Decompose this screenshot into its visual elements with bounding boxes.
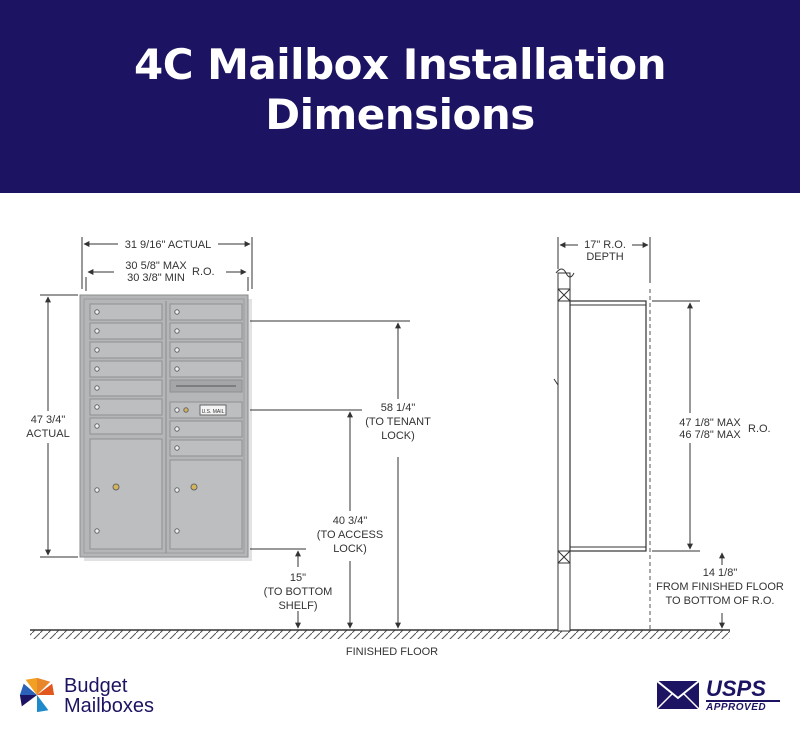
tenant-door <box>169 420 243 438</box>
tenant-lock-caption-2: LOCK) <box>381 430 415 442</box>
bottom-shelf-caption-1: (TO BOTTOM <box>264 586 333 598</box>
tenant-door <box>169 360 243 378</box>
height-actual-value: 47 3/4" <box>31 414 66 426</box>
brand-line-2: Mailboxes <box>64 695 155 717</box>
tenant-door <box>89 360 163 378</box>
tenant-door <box>89 398 163 416</box>
usmail-label: U.S. MAIL <box>202 409 225 415</box>
tenant-door <box>89 322 163 340</box>
bottom-shelf-value: 15" <box>290 572 306 584</box>
depth-value: 17" R.O. <box>584 239 626 251</box>
tenant-door <box>89 303 163 321</box>
bottom-shelf-caption-2: SHELF) <box>278 600 317 612</box>
depth-caption: DEPTH <box>586 251 623 263</box>
tenant-door <box>89 417 163 435</box>
access-lock-caption-1: (TO ACCESS <box>317 529 383 541</box>
tenant-door <box>89 379 163 397</box>
finished-floor-label: FINISHED FLOOR <box>346 646 438 658</box>
page-title: 4C Mailbox Installation Dimensions <box>0 40 800 140</box>
brand-line-1: Budget <box>64 675 128 697</box>
width-dimension: 31 9/16" ACTUAL 30 5/8" MAX 30 3/8" MIN … <box>81 237 253 291</box>
header-banner: 4C Mailbox Installation Dimensions <box>0 0 800 193</box>
tenant-lock-dimension: 58 1/4" (TO TENANT LOCK) <box>250 320 431 629</box>
usps-approved-badge: USPS APPROVED <box>656 678 786 718</box>
installation-diagram: FINISHED FLOOR <box>26 237 784 658</box>
side-view: 17" R.O. DEPTH 47 1/8" MAX 46 7/8" MAX R… <box>553 237 784 632</box>
brand-name: Budget Mailboxes <box>64 676 154 716</box>
page-title-line-1: 4C Mailbox Installation <box>133 40 667 89</box>
usps-approved-text: APPROVED <box>706 700 780 714</box>
width-actual-label: 31 9/16" ACTUAL <box>125 239 211 251</box>
wall-stud-upper <box>557 272 571 574</box>
parcel-locker-door <box>89 438 163 550</box>
tenant-lock-caption-1: (TO TENANT <box>365 416 431 428</box>
mailbox-side-profile <box>569 300 647 552</box>
height-actual-dimension: 47 3/4" ACTUAL <box>26 294 78 558</box>
access-lock-caption-2: LOCK) <box>333 543 367 555</box>
side-height-max: 47 1/8" MAX <box>679 417 741 429</box>
access-lock-value: 40 3/4" <box>333 515 368 527</box>
access-lock-dimension: 40 3/4" (TO ACCESS LOCK) <box>250 409 383 629</box>
pinwheel-logo-icon <box>19 677 55 713</box>
envelope-icon <box>656 680 700 710</box>
tenant-door <box>169 341 243 359</box>
from-floor-value: 14 1/8" <box>703 567 738 579</box>
tenant-door <box>89 341 163 359</box>
tenant-door <box>169 322 243 340</box>
page-title-line-2: Dimensions <box>265 90 535 139</box>
usps-name: USPS <box>706 676 766 701</box>
height-actual-caption: ACTUAL <box>26 428 69 440</box>
from-floor-caption-1: FROM FINISHED FLOOR <box>656 581 784 593</box>
from-floor-caption-2: TO BOTTOM OF R.O. <box>666 595 775 607</box>
width-max-label: 30 5/8" MAX <box>125 260 187 272</box>
width-ro-label: R.O. <box>192 266 215 278</box>
finished-floor: FINISHED FLOOR <box>30 629 730 658</box>
side-height-ro: R.O. <box>748 423 771 435</box>
bottom-shelf-dimension: 15" (TO BOTTOM SHELF) <box>250 548 333 629</box>
budget-mailboxes-logo: Budget Mailboxes <box>18 674 188 718</box>
parcel-locker-door <box>169 459 243 550</box>
tenant-door <box>169 439 243 457</box>
width-min-label: 30 3/8" MIN <box>127 272 185 284</box>
tenant-door <box>169 303 243 321</box>
side-height-min: 46 7/8" MAX <box>679 429 741 441</box>
tenant-lock-value: 58 1/4" <box>381 402 416 414</box>
wall-break <box>555 268 575 278</box>
usmail-plate <box>199 404 227 416</box>
mailbox-unit: U.S. MAIL <box>79 294 252 561</box>
